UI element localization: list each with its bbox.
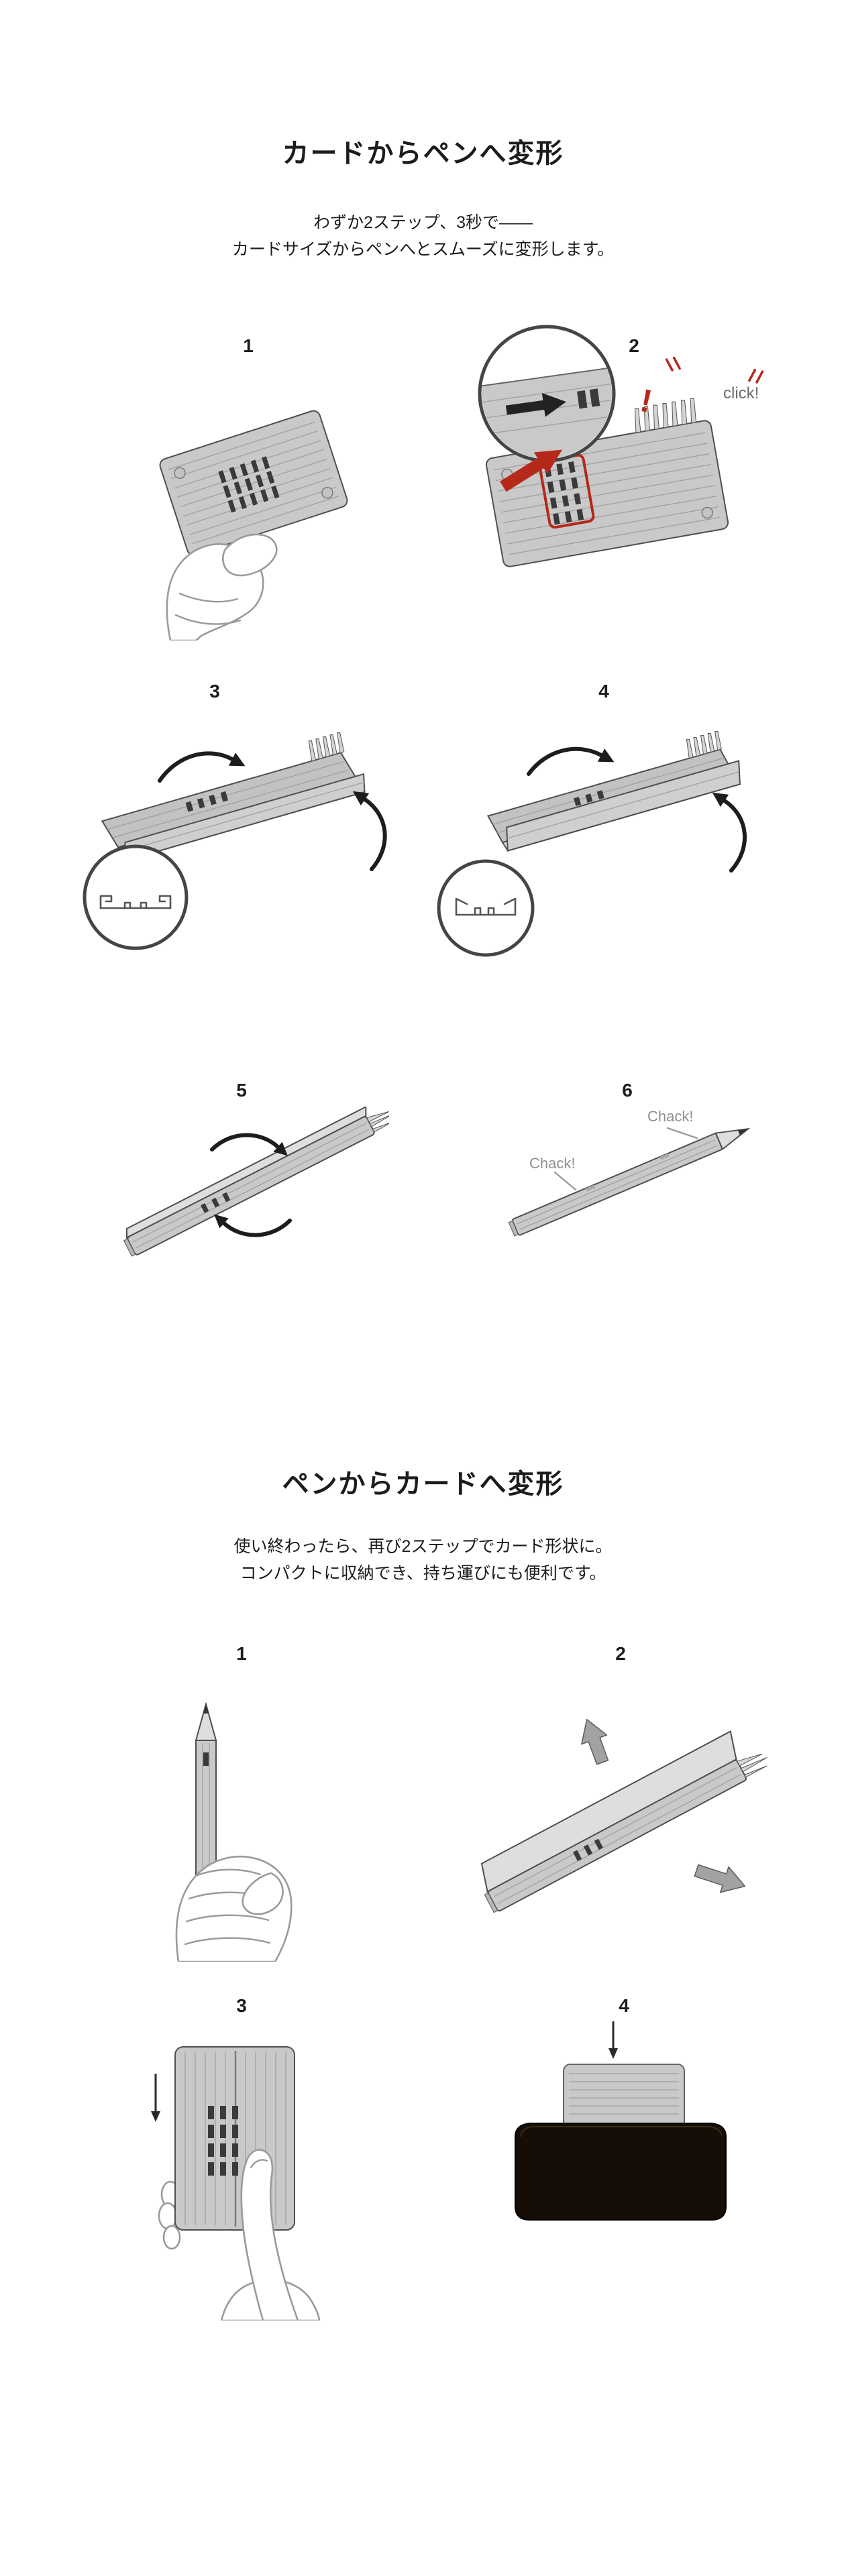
subtitle-line-2: コンパクトに収納でき、持ち運びにも便利です。	[240, 1564, 606, 1583]
pen-body-illustration	[123, 1107, 389, 1257]
open-arrow-up-icon	[581, 1719, 609, 1765]
step-card-to-pen-6: 6 Chack! Chack!	[480, 1080, 775, 1274]
slot-grid	[185, 791, 229, 812]
chack-leader-right	[666, 1127, 698, 1139]
chack-leader-left	[553, 1171, 577, 1191]
chack-callout-right: Chack!	[647, 1108, 693, 1125]
card-illustration	[174, 2046, 295, 2231]
fold-arrow-right-icon	[352, 791, 387, 871]
slot-grid	[201, 1192, 231, 1213]
step-card-to-pen-2: 2	[463, 325, 805, 651]
step-number: 2	[629, 335, 639, 356]
step-card-to-pen-1: 1	[101, 335, 396, 651]
illustration-hand-holding-pen	[175, 1701, 293, 1962]
slot-grid	[574, 790, 604, 806]
card-illustration	[159, 410, 348, 556]
step-number: 3	[236, 1995, 247, 2016]
illustration-pen-unfolding	[480, 1719, 768, 1913]
step-number: 1	[236, 1643, 247, 1664]
alert-mark: !	[637, 383, 655, 420]
hand-illustration	[220, 2149, 321, 2320]
magnifier-circle	[437, 859, 535, 957]
section-title-card-to-pen: カードからペンへ変形	[282, 139, 564, 168]
slot-grid	[208, 2106, 238, 2176]
wrap-arrow-bottom-icon	[214, 1214, 292, 1237]
wrap-arrow-top-icon	[210, 1133, 288, 1156]
section-subtitle-pen-to-card: 使い終わったら、再び2ステップでカード形状に。 コンパクトに収納でき、持ち運びに…	[0, 1533, 846, 1587]
illustration-card-into-wallet	[515, 2021, 727, 2221]
step-pen-to-card-3: 3	[121, 1995, 362, 2324]
step-number: 5	[236, 1080, 247, 1101]
wallet-illustration	[515, 2123, 727, 2221]
step-card-to-pen-4: 4	[416, 681, 792, 996]
section-title-pen-to-card: ペンからカードへ変形	[282, 1469, 564, 1499]
step-number: 2	[615, 1643, 626, 1664]
illustration-press-card	[151, 2046, 321, 2320]
press-down-arrow-icon	[151, 2074, 160, 2122]
illustration-second-fold	[437, 730, 747, 957]
slot-grid	[572, 1838, 603, 1862]
section-subtitle-card-to-pen: わずか2ステップ、3秒で—— カードサイズからペンへとスムーズに変形します。	[0, 209, 846, 263]
latch-prongs	[308, 732, 345, 762]
push-arrow-icon	[500, 449, 563, 492]
hand-illustration	[166, 533, 278, 640]
chack-callout-left: Chack!	[529, 1155, 575, 1172]
click-emphasis-marks	[665, 356, 764, 384]
step-number: 3	[209, 681, 220, 702]
step-number: 4	[619, 1995, 629, 2016]
click-callout: click!	[723, 384, 759, 402]
pen-illustration	[508, 1127, 751, 1237]
subtitle-line-1: わずか2ステップ、3秒で——	[313, 213, 533, 232]
hand-illustration	[175, 1856, 293, 1962]
fold-arrow-top-icon	[158, 751, 246, 783]
latch-prongs	[635, 398, 697, 433]
folding-card-illustration	[101, 732, 366, 862]
cross-section-profile	[99, 895, 172, 909]
step-card-to-pen-5: 5	[94, 1080, 389, 1274]
step-number: 1	[243, 335, 254, 356]
illustration-finished-pen: Chack! Chack!	[508, 1108, 751, 1237]
step-pen-to-card-2: 2	[456, 1643, 785, 1945]
subtitle-line-1: 使い終わったら、再び2ステップでカード形状に。	[233, 1537, 613, 1556]
fold-arrow-right-icon	[712, 792, 747, 873]
insert-arrow-icon	[505, 392, 566, 417]
illustration-pen-forming	[123, 1107, 389, 1257]
step-card-to-pen-3: 3	[27, 681, 403, 996]
latch-prongs	[686, 730, 722, 759]
subtitle-line-2: カードサイズからペンへとスムーズに変形します。	[231, 240, 615, 259]
tip-prongs	[737, 1753, 768, 1778]
tip-prongs	[366, 1111, 389, 1133]
fold-arrow-top-icon	[527, 746, 615, 776]
step-pen-to-card-1: 1	[114, 1643, 369, 1965]
step-pen-to-card-4: 4	[496, 1995, 751, 2237]
folding-card-illustration	[486, 730, 741, 852]
step-number: 4	[598, 681, 609, 702]
step-number: 6	[622, 1080, 633, 1101]
illustration-first-fold	[83, 732, 387, 950]
slot-grid	[218, 456, 280, 513]
pen-opening-illustration	[480, 1730, 768, 1913]
illustration-card-click: ! click!	[478, 325, 764, 567]
illustration-hand-holding-card	[159, 410, 348, 640]
cross-section-profile	[455, 897, 517, 916]
magnifier-circle	[83, 844, 189, 950]
open-arrow-right-icon	[694, 1864, 746, 1893]
insert-down-arrow-icon	[609, 2021, 618, 2059]
